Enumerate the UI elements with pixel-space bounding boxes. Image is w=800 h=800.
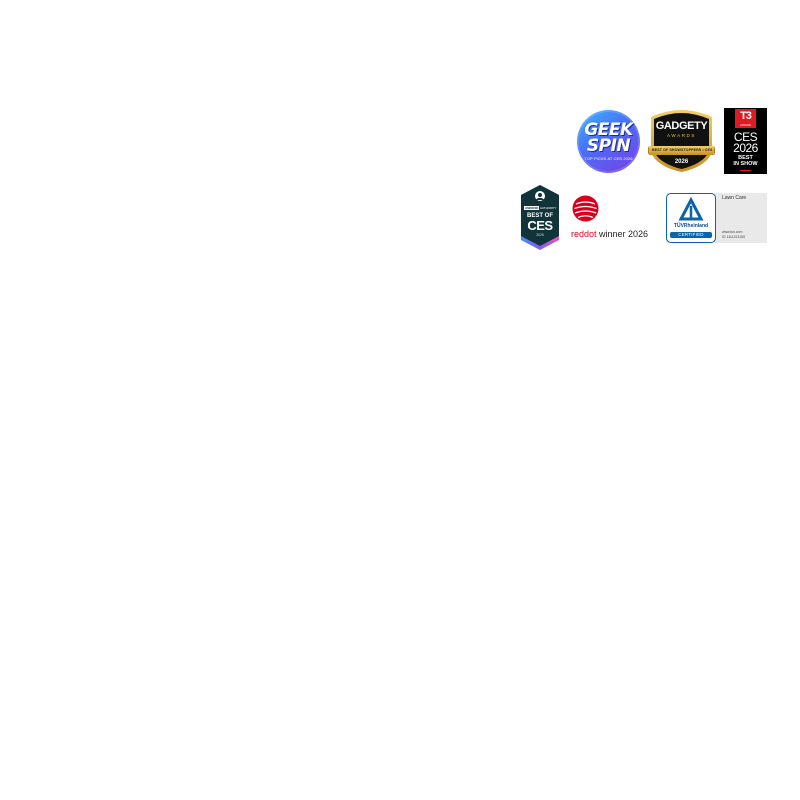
gadgety-ribbon-text: BEST OF SHOWSTOPPERS • CES [652, 148, 713, 152]
tuv-category: Lawn Care [722, 195, 747, 201]
tuv-certified-text: CERTIFIED [670, 232, 712, 238]
android-authority-badge: ANDROID AUTHORITY BEST OF CES 2026 [520, 184, 560, 251]
geek-spin-line1: GEEK [584, 120, 633, 140]
t3-in-show-label: IN SHOW [733, 161, 758, 167]
android-authority-best-of: BEST OF [526, 213, 553, 219]
red-dot-icon [572, 195, 599, 222]
geek-spin-subtitle: TOP PICKS AT CES 2026 [584, 156, 633, 161]
tuv-triangle-icon [678, 196, 704, 221]
android-authority-shield-icon [521, 185, 559, 250]
tuv-brand: TÜVRheinland [673, 223, 709, 229]
t3-best-label: BEST [738, 155, 753, 161]
red-dot-label: reddot winner 2026 [571, 229, 655, 239]
t3-year: 2026 [733, 141, 758, 155]
tuv-certified-mark: TÜVRheinland CERTIFIED [667, 194, 715, 242]
android-authority-year: 2026 [536, 233, 544, 237]
tuv-url: www.tuv.com [722, 230, 743, 234]
t3-logo: T3 [735, 109, 756, 123]
android-authority-ces: CES [527, 218, 553, 233]
gadgety-year: 2026 [674, 159, 689, 165]
geek-spin-line2: SPIN [586, 136, 631, 156]
gadgety-awards-badge: GADGETY AWARDS BEST OF SHOWSTOPPERS • CE… [648, 109, 715, 173]
t3-ces-badge: T3 AWARD CES 2026 BEST IN SHOW [724, 108, 767, 174]
tuv-certified-label: TÜVRheinland CERTIFIED Lawn Care www.tuv… [666, 193, 767, 243]
red-dot-suffix: winner 2026 [596, 229, 649, 239]
t3-award-tag: AWARD [735, 123, 756, 128]
t3-underline [740, 170, 751, 171]
android-authority-brand-prefix: ANDROID [524, 206, 540, 210]
gadgety-title: GADGETY [655, 120, 708, 132]
red-dot-red-word: reddot [571, 229, 597, 239]
gadgety-awards-label: AWARDS [666, 133, 697, 138]
android-authority-brand-suffix: AUTHORITY [539, 206, 557, 210]
red-dot-award: reddot winner 2026 [571, 195, 655, 241]
android-authority-brand: ANDROID AUTHORITY [524, 206, 556, 210]
tuv-id: ID 1111313150 [722, 235, 746, 239]
gadgety-shield-icon [648, 110, 715, 172]
t3-ces-label: CES [733, 130, 758, 144]
geek-spin-badge: GEEK SPIN TOP PICKS AT CES 2026 [577, 110, 640, 173]
